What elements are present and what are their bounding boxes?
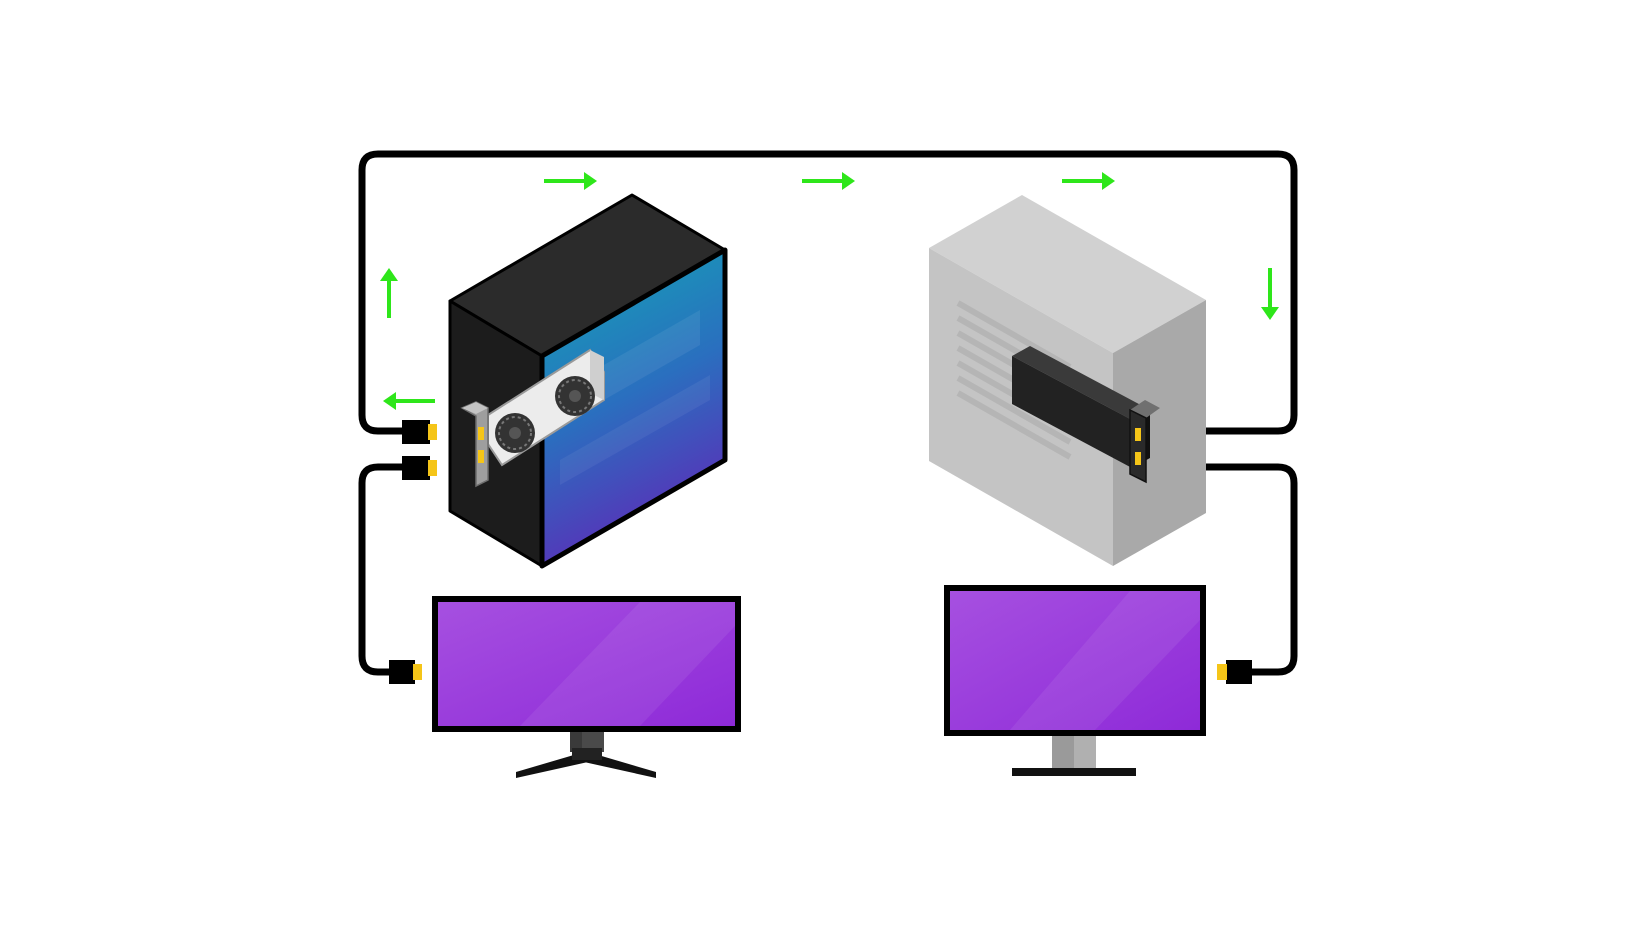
flow-arrow-icon [380, 268, 398, 318]
ultrawide-monitor-icon [432, 596, 741, 778]
hdmi-connector-icon [402, 456, 437, 480]
flow-arrow-icon [544, 172, 597, 190]
flow-arrow-icon [383, 392, 435, 410]
capture-card-icon [1012, 346, 1160, 484]
fan-icon [495, 413, 535, 453]
flow-arrow-icon [802, 172, 855, 190]
cable-capture-pc-to-monitor [1186, 463, 1298, 676]
flow-arrow-icon [1062, 172, 1115, 190]
hdmi-connector-icon [1217, 660, 1252, 684]
hdmi-connector-icon [402, 420, 437, 444]
gpu-icon [460, 348, 605, 488]
gaming-pc-icon [448, 193, 728, 569]
cable-loop-capture [358, 150, 1298, 435]
cable-gaming-pc-to-ultrawide [358, 463, 409, 676]
hdmi-connector-icon [389, 660, 422, 684]
flow-arrow-icon [1261, 268, 1279, 320]
monitor-icon [944, 585, 1206, 776]
fan-icon [555, 376, 595, 416]
